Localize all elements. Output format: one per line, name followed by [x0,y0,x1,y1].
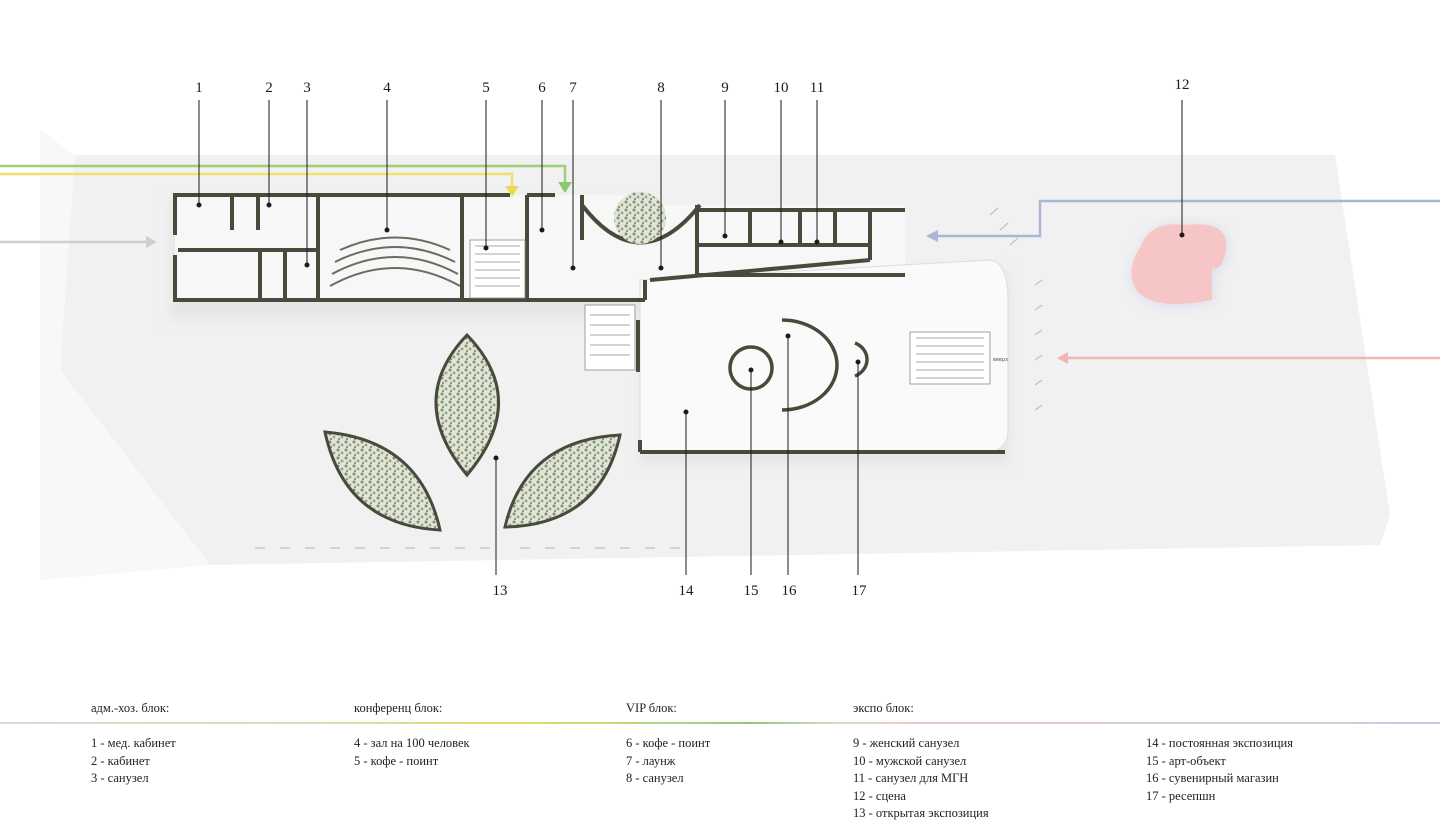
plan-number: 11 [810,80,824,96]
plan-number: 15 [744,583,759,599]
legend-item: 8 - санузел [626,771,684,785]
parking-marks [255,207,1043,549]
plan-number: 9 [721,80,729,96]
legend-item: 7 - лаунж [626,753,676,768]
plan-numbers: 1 2 3 4 5 6 7 8 9 10 11 12 13 14 15 16 1… [195,77,1189,599]
leaf-planters [323,332,622,532]
legend-color-bar [0,722,1440,724]
legend-item: 3 - санузел [91,771,149,785]
stage [1131,224,1229,307]
legend-group-list: 1 - мед. кабинет 2 - кабинет 3 - санузел [91,735,176,788]
plan-number: 13 [493,583,508,599]
leader-lines [196,100,1185,575]
plan-number: 8 [657,80,665,96]
plan-number: 4 [383,80,391,96]
stair-label: вверх [993,357,1008,363]
legend-item: 15 - арт-объект [1146,753,1226,768]
legend-item: 6 - кофе - поинт [626,736,711,750]
legend-item: 13 - открытая экспозиция [853,806,989,820]
legend-group-list: 14 - постоянная экспозиция 15 - арт-объе… [1146,735,1293,805]
plan-number: 2 [265,80,273,96]
plan-number: 14 [679,583,695,599]
plan-number: 17 [852,583,868,599]
plan-number: 10 [774,80,789,96]
site-ground-shadow [40,130,210,580]
legend-item: 17 - ресепшн [1146,788,1216,803]
legend-group-title: конференц блок: [354,701,443,715]
legend-item: 5 - кофе - поинт [354,753,439,768]
legend-item: 2 - кабинет [91,753,150,768]
legend-item: 10 - мужской санузел [853,753,967,768]
plan-number: 1 [195,80,203,96]
legend-item: 11 - санузел для МГН [853,771,969,785]
legend-item: 9 - женский санузел [853,736,960,750]
legend-item: 4 - зал на 100 человек [354,736,470,750]
planter-left [323,430,442,532]
souvenir-shop-arc [781,318,839,412]
legend-group-title: экспо блок: [853,701,914,715]
legend-item: 16 - сувенирный магазин [1146,771,1279,785]
plan-number: 5 [482,80,490,96]
auditorium-seating [329,236,461,287]
tree-vip [614,192,666,244]
legend-group-title: VIP блок: [626,701,677,715]
reception-desk [854,341,869,378]
plan-number: 12 [1175,77,1190,93]
legend-group-list: 4 - зал на 100 человек 5 - кофе - поинт [354,735,470,770]
legend-item: 12 - сцена [853,788,906,803]
legend-group-title: адм.-хоз. блок: [91,701,170,715]
legend-item: 14 - постоянная экспозиция [1146,736,1293,750]
legend-group-list: 9 - женский санузел 10 - мужской санузел… [853,735,989,823]
plan-number: 16 [782,583,798,599]
planter-right [503,433,622,529]
plan-number: 6 [538,80,546,96]
legend-group-list: 6 - кофе - поинт 7 - лаунж 8 - санузел [626,735,710,788]
legend-item: 1 - мед. кабинет [91,736,176,750]
plan-number: 3 [303,80,311,96]
planter-top [434,332,500,478]
blue-path [935,199,1440,238]
stairs [469,239,991,385]
green-path [0,164,567,188]
plan-number: 7 [569,80,577,96]
